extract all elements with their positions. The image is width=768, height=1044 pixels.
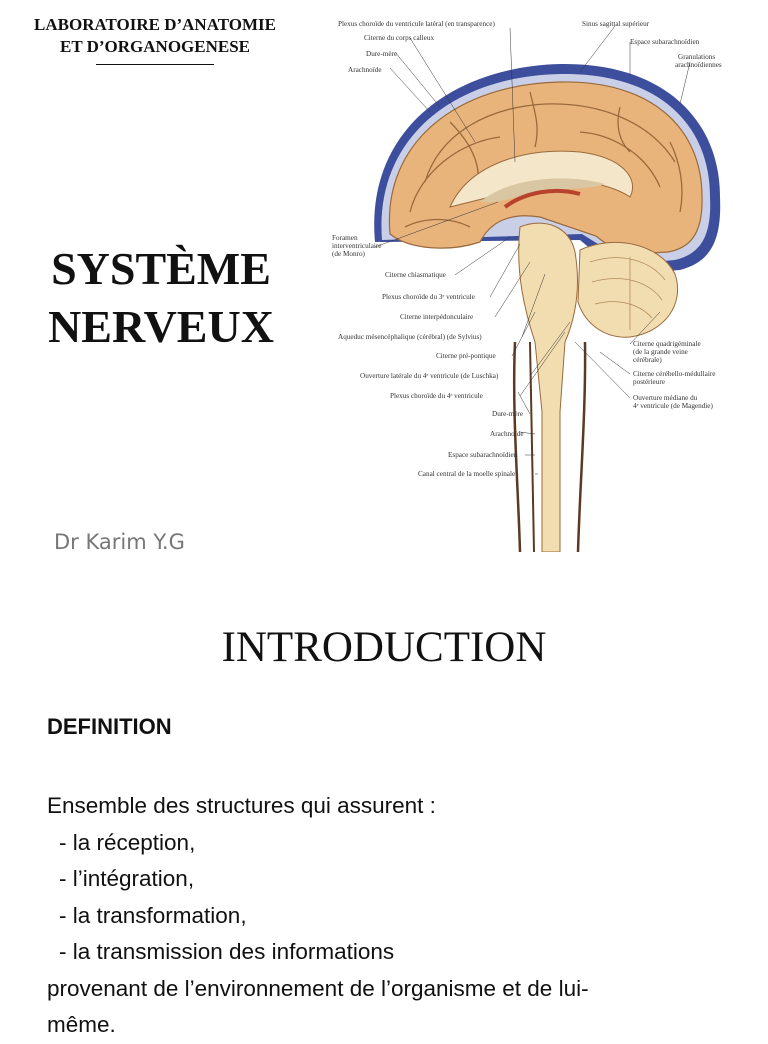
figure-label: Citerne pré-pontique xyxy=(436,352,496,360)
choroid-plexus xyxy=(503,188,581,209)
figure-label: Citerne interpédonculaire xyxy=(400,313,473,321)
figure-label: 4ᵉ ventricule (de Magendie) xyxy=(633,402,713,410)
figure-label: postérieure xyxy=(633,378,665,386)
figure-label: Plexus choroïde du 3ᵉ ventricule xyxy=(382,293,475,301)
brainstem xyxy=(518,222,579,552)
figure-label: Citerne du corps calleux xyxy=(364,34,434,42)
author-name: Dr Karim Y.G xyxy=(54,530,185,554)
label-leader-lines xyxy=(374,25,691,475)
cerebellum xyxy=(577,242,679,338)
header-underline xyxy=(96,64,214,65)
figure-label: arachnoïdiennes xyxy=(675,61,722,69)
lab-line-2: ET D’ORGANOGENESE xyxy=(59,37,251,56)
figure-label: Granulations xyxy=(678,53,715,61)
figure-label: cérébrale) xyxy=(633,356,662,364)
figure-label: Espace subarachnoïdien xyxy=(448,451,518,459)
figure-label: interventriculaire xyxy=(332,242,382,250)
definition-intro-line: Ensemble des structures qui assurent : xyxy=(47,793,436,818)
figure-label: Ouverture latérale du 4ᵉ ventricule (de … xyxy=(360,372,499,380)
figure-label: Canal central de la moelle spinale xyxy=(418,470,515,478)
closing-line-2: même. xyxy=(47,1012,116,1037)
spinal-dura-right xyxy=(576,341,587,552)
figure-label: Ouverture médiane du xyxy=(633,394,698,402)
figure-label: Dure-mère xyxy=(492,410,523,418)
figure-label: Citerne chiasmatique xyxy=(385,271,446,279)
definition-body: Ensemble des structures qui assurent : -… xyxy=(47,788,727,1044)
cover-slide: LABORATOIRE D’ANATOMIE ET D’ORGANOGENESE… xyxy=(0,14,722,554)
spinal-dura-left xyxy=(512,341,522,552)
figure-labels: Plexus choroïde du ventricule latéral (e… xyxy=(332,20,722,478)
figure-label: Citerne quadrigéminale xyxy=(633,340,701,348)
gyri-lines xyxy=(404,91,683,228)
bullet-item: - la réception, xyxy=(59,829,196,855)
definition-heading: DEFINITION xyxy=(47,714,172,739)
figure-label: Plexus choroïde du ventricule latéral (e… xyxy=(338,20,495,28)
introduction-slide: INTRODUCTION DEFINITION Ensemble des str… xyxy=(0,600,768,1037)
figure-label: (de Monro) xyxy=(332,250,366,258)
figure-label: Aqueduc mésencéphalique (cérébral) (de S… xyxy=(338,333,482,341)
lab-line-1: LABORATOIRE D’ANATOMIE xyxy=(34,15,276,34)
bullet-item: - la transmission des informations xyxy=(59,939,395,964)
figure-label: (de la grande veine xyxy=(633,348,688,356)
figure-label: Plexus choroïde du 4ᵉ ventricule xyxy=(390,392,483,400)
cerebellar-folia xyxy=(589,257,666,330)
bullet-item: - l’intégration, xyxy=(59,866,195,891)
bullet-item: - la transformation, xyxy=(59,902,247,928)
figure-label: Citerne cérébello-médullaire xyxy=(633,370,715,378)
title-line-1: SYSTÈME xyxy=(51,243,271,294)
section-heading: INTRODUCTION xyxy=(221,624,547,671)
figure-label: Foramen xyxy=(332,234,358,242)
figure-label: Arachnoïde xyxy=(490,430,524,438)
figure-label: Dure-mère xyxy=(366,50,397,58)
figure-label: Sinus sagittal supérieur xyxy=(582,20,650,28)
figure-label: Arachnoïde xyxy=(348,66,382,74)
spinal-canal-dark xyxy=(529,341,535,552)
laboratory-header: LABORATOIRE D’ANATOMIE ET D’ORGANOGENESE xyxy=(0,14,310,65)
figure-label: Espace subarachnoïdien xyxy=(630,38,700,46)
closing-line-1: provenant de l’environnement de l’organi… xyxy=(47,975,589,1001)
page-title: SYSTÈME NERVEUX xyxy=(0,240,322,356)
brain-sagittal-illustration: Plexus choroïde du ventricule latéral (e… xyxy=(332,20,722,552)
title-line-2: NERVEUX xyxy=(48,301,274,352)
